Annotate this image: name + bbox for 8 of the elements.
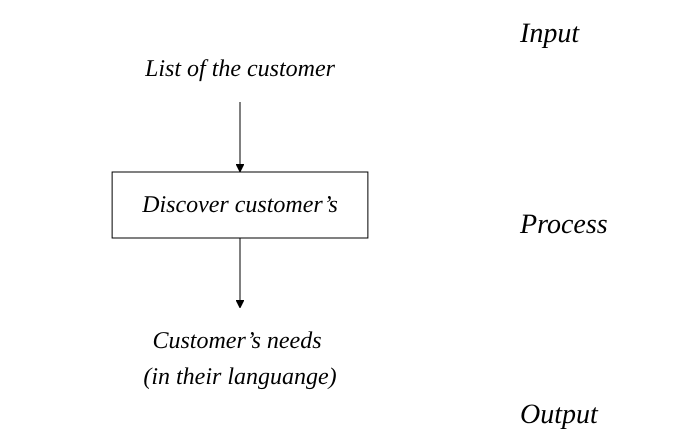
stage-label: Input — [520, 18, 581, 50]
node-box: Discover customer’s — [112, 171, 368, 238]
node-text: List of the customer — [145, 56, 335, 82]
stage-label: Output — [520, 399, 600, 431]
arrow — [236, 237, 244, 308]
node-text: Customer’s needs (in their languange) — [143, 328, 337, 390]
arrow — [236, 101, 244, 172]
stage-label: Process — [520, 208, 609, 240]
